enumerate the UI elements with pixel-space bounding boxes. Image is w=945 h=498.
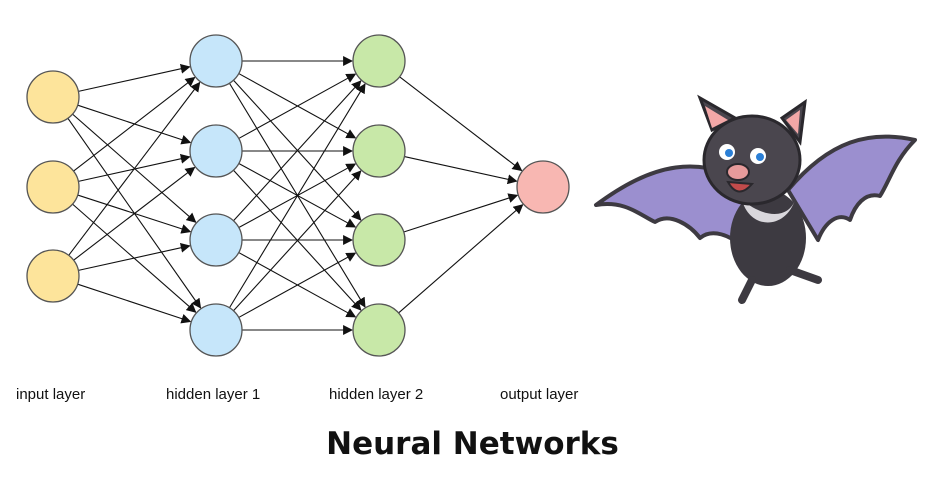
edge-l1-n3-to-n0: [229, 83, 366, 309]
bat-illustration: [594, 94, 917, 304]
edge-l1-n1-to-n0: [238, 73, 357, 139]
node-layer1-3: [189, 303, 243, 357]
label-hidden-layer-2: hidden layer 2: [329, 386, 424, 403]
node-layer3-0: [516, 160, 570, 214]
edge-l0-n0-to-n0: [78, 63, 191, 92]
node-layer1-1: [189, 124, 243, 178]
network-nodes: [26, 34, 570, 357]
node-layer2-2: [352, 213, 406, 267]
node-layer0-2: [26, 249, 80, 303]
edge-l2-n0-to-n0: [399, 76, 523, 172]
node-layer1-2: [189, 213, 243, 267]
node-layer2-3: [352, 303, 406, 357]
page-title: Neural Networks: [326, 426, 619, 462]
edge-l2-n3-to-n0: [398, 204, 524, 314]
edge-l0-n2-to-n0: [68, 81, 201, 256]
edge-l2-n1-to-n0: [404, 156, 518, 185]
connection-edges: [67, 56, 524, 335]
edge-l2-n2-to-n0: [403, 193, 519, 233]
edge-l0-n2-to-n2: [78, 242, 191, 271]
node-layer0-1: [26, 160, 80, 214]
node-layer2-0: [352, 34, 406, 88]
node-layer1-0: [189, 34, 243, 88]
edge-l0-n1-to-n0: [73, 76, 196, 172]
label-hidden-layer-1: hidden layer 1: [166, 386, 261, 403]
node-layer2-1: [352, 124, 406, 178]
label-input-layer: input layer: [16, 386, 86, 403]
edge-l1-n3-to-n1: [233, 170, 362, 312]
edge-l0-n2-to-n1: [73, 166, 196, 261]
node-layer0-0: [26, 70, 80, 124]
edge-l1-n3-to-n2: [238, 252, 357, 318]
label-output-layer: output layer: [500, 386, 579, 403]
edge-l0-n2-to-n3: [77, 283, 192, 324]
edge-l1-n2-to-n0: [233, 80, 362, 222]
